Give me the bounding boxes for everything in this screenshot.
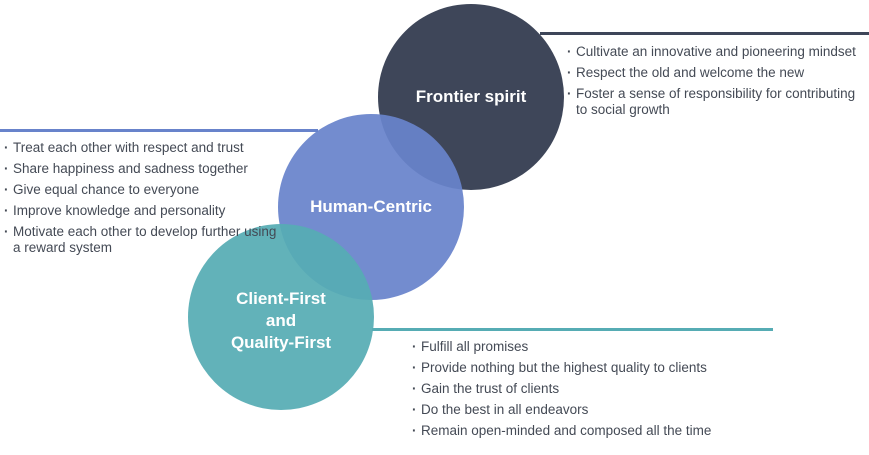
list-item: Give equal chance to everyone: [4, 182, 284, 198]
list-item: Foster a sense of responsibility for con…: [567, 86, 857, 118]
list-item: Gain the trust of clients: [412, 381, 762, 397]
client-title: Client-First and Quality-First: [188, 288, 374, 354]
list-item: Treat each other with respect and trust: [4, 140, 284, 156]
list-item: Cultivate an innovative and pioneering m…: [567, 44, 857, 60]
frontier-connector-line: [540, 32, 869, 35]
list-item: Share happiness and sadness together: [4, 161, 284, 177]
client-title-line-2: and: [265, 311, 297, 330]
list-item: Improve knowledge and personality: [4, 203, 284, 219]
list-item: Respect the old and welcome the new: [567, 65, 857, 81]
human-title: Human-Centric: [310, 197, 432, 216]
human-connector-line: [0, 129, 318, 132]
list-item: Do the best in all endeavors: [412, 402, 762, 418]
frontier-title: Frontier spirit: [415, 87, 527, 106]
frontier-bullet-list: Cultivate an innovative and pioneering m…: [567, 44, 857, 123]
client-connector-line: [372, 328, 773, 331]
list-item: Provide nothing but the highest quality …: [412, 360, 762, 376]
list-item: Remain open-minded and composed all the …: [412, 423, 762, 439]
list-item: Fulfill all promises: [412, 339, 762, 355]
human-bullet-list: Treat each other with respect and trust …: [4, 140, 284, 261]
list-item: Motivate each other to develop further u…: [4, 224, 284, 256]
client-title-line-3: Quality-First: [230, 333, 332, 352]
client-bullet-list: Fulfill all promises Provide nothing but…: [412, 339, 762, 444]
client-title-line-1: Client-First: [236, 289, 326, 308]
